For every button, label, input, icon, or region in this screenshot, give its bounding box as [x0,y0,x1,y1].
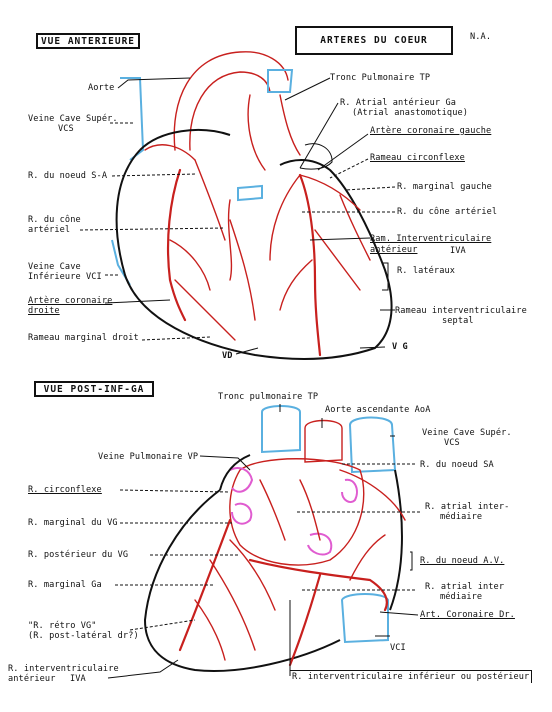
label-right-coronary-1: Artère coronaire [28,296,112,306]
label-pulmonary-vein: Veine Pulmonaire VP [98,452,198,462]
label-vci-2: Inférieure VCI [28,272,102,282]
label-right-coronary-2: droite [28,306,60,316]
label-septal-1: Rameau interventriculaire [395,306,527,316]
posterior-heart [108,404,420,678]
label-left-marginal: R. marginal gauche [397,182,492,192]
label-posterior-vg: R. postérieur du VG [28,550,128,560]
label-lad-1: Ram. Interventriculaire [370,234,491,244]
label-lad-3: IVA [450,246,466,256]
label-aorta: Aorte [88,83,114,93]
label-left-coronary: Artère coronaire gauche [370,126,491,136]
label-sa-node-posterior: R. du noeud SA [420,460,494,470]
posterior-view-title: VUE POST-INF-GA [34,381,154,397]
label-retro-vg-1: "R. rétro VG" [28,621,97,631]
label-conus-arterial: R. du cône artériel [397,207,497,217]
label-circumflex-posterior: R. circonflexe [28,485,102,495]
label-septal-2: septal [442,316,474,326]
label-vcs-abbr: VCS [58,124,74,134]
label-vd: VD [222,351,233,361]
label-atrial-inter-b-1: R. atrial inter [425,582,504,592]
label-lad-posterior-2: antérieur [8,674,55,684]
label-atrial-inter-1: R. atrial inter- [425,502,509,512]
label-lad-2: antérieur [370,245,417,255]
label-right-marginal: Rameau marginal droit [28,333,139,343]
anterior-view-title: VUE ANTERIEURE [36,33,140,49]
label-posterior-interventricular: R. interventriculaire inférieur ou posté… [290,670,532,683]
label-vcs-abbr-posterior: VCS [444,438,460,448]
label-pulmonary-trunk: Tronc Pulmonaire TP [330,73,430,83]
label-vg: V G [392,342,408,352]
diagram-title: ARTERES DU COEUR [295,26,453,55]
label-ascending-aorta: Aorte ascendante AoA [325,405,430,415]
label-pulmonary-trunk-posterior: Tronc pulmonaire TP [218,392,318,402]
label-av-node: R. du noeud A.V. [420,556,504,566]
label-vcs-posterior: Veine Cave Supér. [422,428,512,438]
label-atrial-branch-1: R. Atrial antérieur Ga [340,98,456,108]
author-initials: N.A. [470,32,491,42]
label-right-coronary-posterior: Art. Coronaire Dr. [420,610,515,620]
label-marginal-vg: R. marginal du VG [28,518,118,528]
label-vci-1: Veine Cave [28,262,81,272]
label-marginal-ga: R. marginal Ga [28,580,102,590]
label-vci-posterior: VCI [390,643,406,653]
label-sa-node-branch: R. du noeud S-A [28,171,107,181]
label-lad-posterior-1: R. interventriculaire [8,664,119,674]
label-conus-branch-2: artériel [28,225,70,235]
label-atrial-inter-b-2: médiaire [440,592,482,602]
label-lateral-branches: R. latéraux [397,266,455,276]
label-atrial-inter-2: médiaire [440,512,482,522]
label-conus-branch-1: R. du cône [28,215,81,225]
label-circumflex: Rameau circonflexe [370,153,465,163]
label-lad-posterior-3: IVA [70,674,86,684]
label-vcs: Veine Cave Supér. [28,114,118,124]
label-atrial-branch-2: (Atrial anastomotique) [352,108,468,118]
label-retro-vg-2: (R. post-latéral dr?) [28,631,139,641]
